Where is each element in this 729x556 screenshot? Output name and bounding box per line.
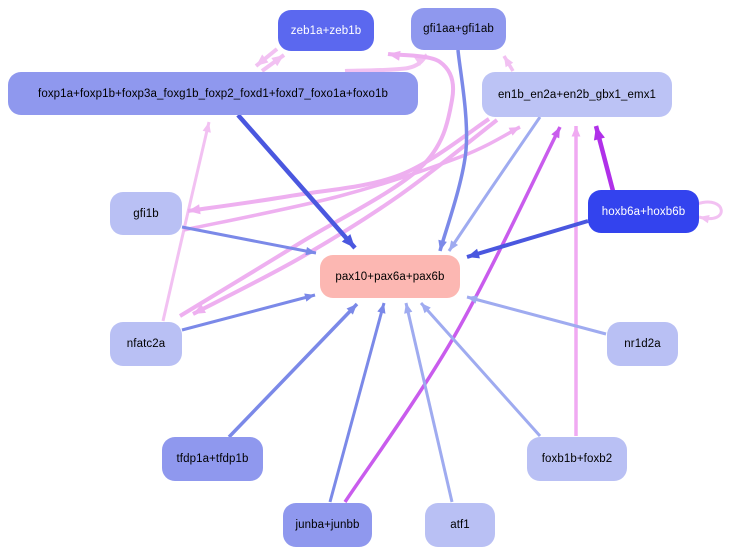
- edge-nfatc2a-foxp: [161, 121, 211, 322]
- arrowhead-icon: [421, 303, 431, 314]
- arrowhead-icon: [346, 304, 357, 315]
- arrowhead-icon: [341, 234, 355, 248]
- edge-en1b-gfi1b: [187, 117, 491, 215]
- node-zeb1a[interactable]: zeb1a+zeb1b: [278, 10, 374, 51]
- arrowhead-icon: [388, 50, 401, 61]
- node-label: en1b_en2a+en2b_gbx1_emx1: [497, 88, 657, 101]
- node-pax[interactable]: pax10+pax6a+pax6b: [320, 255, 460, 298]
- edge-nfatc2a-pax: [181, 293, 316, 332]
- node-label: nfatc2a: [126, 338, 166, 350]
- arrowhead-icon: [438, 239, 447, 251]
- edge-hoxb6a-hoxb6a: [696, 200, 723, 224]
- arrowhead-icon: [305, 246, 316, 256]
- node-foxb1b[interactable]: foxb1b+foxb2: [527, 437, 627, 481]
- arrowhead-icon: [188, 204, 201, 215]
- node-label: foxb1b+foxb2: [541, 453, 613, 465]
- arrowhead-icon: [467, 295, 478, 304]
- node-label: gfi1aa+gfi1ab: [423, 23, 494, 35]
- node-gfi1b[interactable]: gfi1b: [110, 192, 182, 235]
- edge-tfdp1a-pax: [227, 302, 359, 439]
- edge-gfi1b-pax: [181, 225, 317, 256]
- edge-en1b-gfi1aa: [502, 55, 515, 72]
- edge-en1b-pax: [447, 116, 542, 252]
- arrowhead-icon: [551, 127, 560, 139]
- node-label: foxp1a+foxp1b+foxp3a_foxg1b_foxp2_foxd1+…: [38, 87, 388, 100]
- edge-foxb1b-en1b: [571, 126, 581, 436]
- arrowhead-icon: [593, 126, 605, 141]
- node-en1b[interactable]: en1b_en2a+en2b_gbx1_emx1: [482, 72, 672, 117]
- node-tfdp1a[interactable]: tfdp1a+tfdp1b: [162, 437, 263, 481]
- arrowhead-icon: [449, 240, 459, 251]
- arrowhead-icon: [304, 293, 315, 302]
- node-junba[interactable]: junba+junbb: [283, 503, 372, 547]
- node-atf1[interactable]: atf1: [425, 503, 495, 547]
- arrowhead-icon: [193, 303, 206, 314]
- node-gfi1aa[interactable]: gfi1aa+gfi1ab: [411, 8, 506, 50]
- arrowhead-icon: [508, 127, 520, 136]
- arrowhead-icon: [202, 122, 211, 133]
- edge-nr1d2a-pax: [466, 295, 607, 336]
- edge-gfi1aa-pax: [438, 49, 469, 252]
- node-foxp[interactable]: foxp1a+foxp1b+foxp3a_foxg1b_foxp2_foxd1+…: [8, 72, 418, 115]
- node-nfatc2a[interactable]: nfatc2a: [110, 322, 182, 366]
- edge-foxb1b-pax: [419, 301, 542, 438]
- node-label: tfdp1a+tfdp1b: [176, 453, 249, 465]
- edge-hoxb6a-pax: [466, 219, 589, 259]
- node-label: hoxb6a+hoxb6b: [601, 205, 686, 218]
- arrowhead-icon: [377, 303, 386, 314]
- arrowhead-icon: [571, 126, 581, 137]
- arrowhead-icon: [271, 55, 284, 67]
- edge-en1b-nfatc2a: [192, 118, 499, 316]
- edge-gfi1b-en1b: [183, 125, 521, 232]
- edge-foxp-pax: [236, 113, 357, 250]
- edge-atf1-pax: [404, 302, 454, 503]
- edge-zeb1a-foxp: [254, 47, 279, 68]
- edge-junba-pax: [328, 302, 386, 503]
- node-label: zeb1a+zeb1b: [290, 24, 362, 37]
- edge-foxp-zeb1a: [260, 53, 286, 73]
- node-label: pax10+pax6a+pax6b: [335, 270, 445, 283]
- edge-junba-en1b: [343, 126, 562, 503]
- arrowhead-icon: [504, 56, 514, 68]
- edge-hoxb6a-en1b: [593, 125, 616, 192]
- arrowhead-icon: [256, 54, 269, 66]
- node-label: nr1d2a: [624, 338, 661, 350]
- node-hoxb6a[interactable]: hoxb6a+hoxb6b: [588, 190, 699, 233]
- arrowhead-icon: [404, 303, 413, 314]
- node-label: gfi1b: [133, 207, 159, 220]
- node-nr1d2a[interactable]: nr1d2a: [607, 322, 678, 366]
- arrowhead-icon: [467, 248, 480, 259]
- arrowhead-icon: [699, 214, 710, 224]
- node-label: atf1: [450, 519, 470, 531]
- node-label: junba+junbb: [295, 519, 360, 531]
